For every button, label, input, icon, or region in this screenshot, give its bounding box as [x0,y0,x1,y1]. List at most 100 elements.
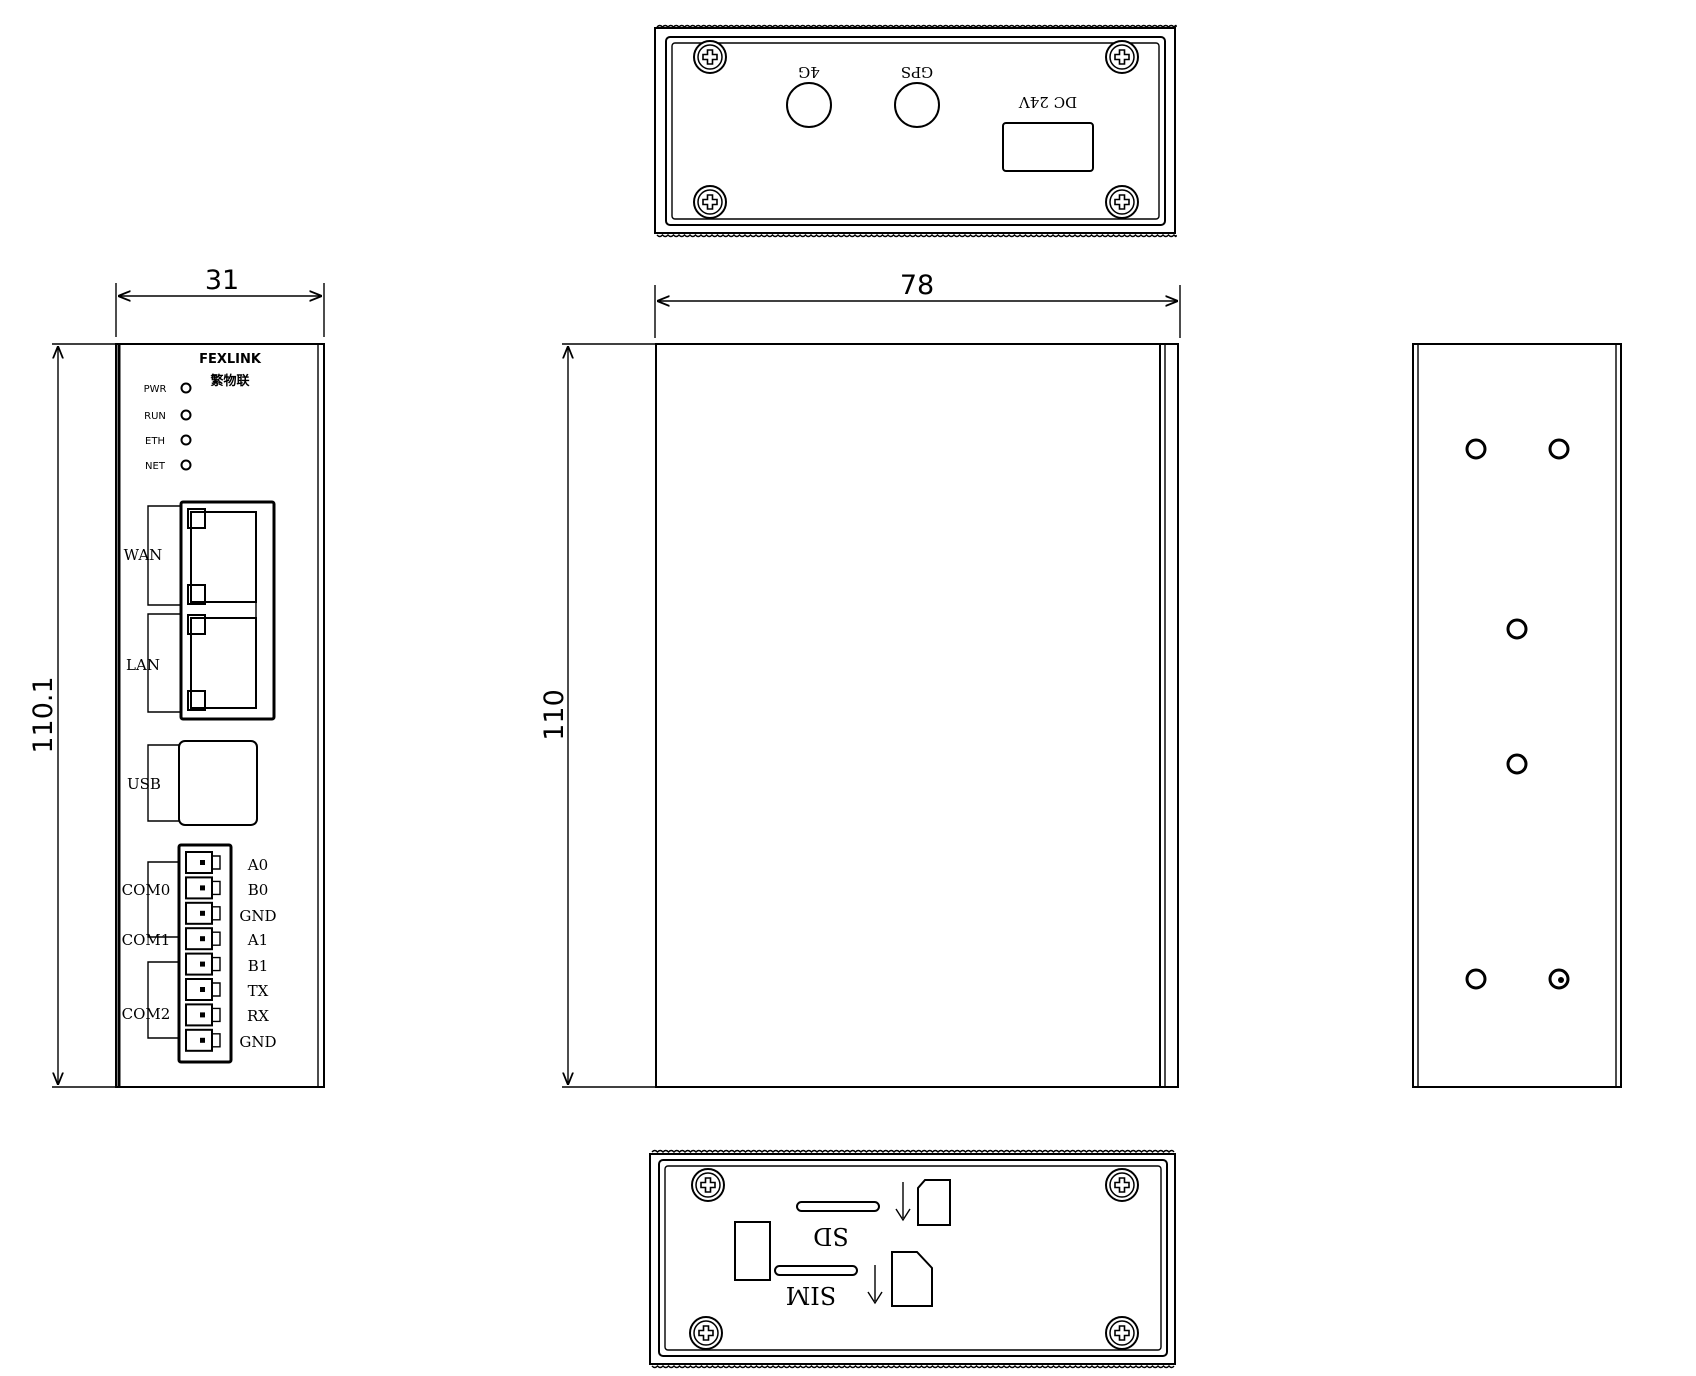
terminal-pin [200,961,205,967]
terminal-slot [185,978,213,1001]
terminal-latch [212,1007,221,1023]
terminal-slot [185,952,213,976]
mounting-hole [1506,618,1528,640]
brand-en: FEXLINK [199,352,262,367]
brand-cn: 繁物联 [210,373,249,389]
bottom-view: SD SIM [649,1149,1176,1369]
sd-card-slot [796,1201,880,1212]
front-panel-body [115,343,325,1088]
terminal-latch [212,931,221,946]
wan-label: WAN [124,546,163,564]
power-label: DC 24V [1018,93,1077,111]
terminal-latch [212,855,221,870]
front-view: 31 110.1 FEXLINK 繁物联 PWR RUN ETH NET [28,265,325,1088]
power-connector [1002,122,1094,172]
lan-port [190,617,257,709]
terminal-pin [200,885,205,891]
screw-icon [693,40,727,74]
top-view-serrated-edge-top [656,24,1177,29]
antenna-4g-label: 4G [798,63,820,81]
rear-view [1412,343,1622,1088]
led-label-eth: ETH [145,436,165,447]
terminal-label-a1: A1 [247,931,268,949]
mounting-hole [1506,753,1528,775]
rear-view-body [1412,343,1622,1088]
dimension-front-height: 110.1 [28,676,59,753]
sd-label: SD [813,1222,849,1250]
rj45-port-block [179,500,276,721]
screw-icon [1105,40,1139,74]
antenna-gps-connector [894,82,940,128]
top-view-body [654,27,1176,234]
terminal-pin [200,1037,205,1043]
led-eth-indicator [180,434,192,446]
sd-card-icon [917,1179,951,1226]
terminal-latch [212,1033,221,1048]
terminal-block [177,843,233,1064]
screw-icon [1105,1316,1139,1350]
dimension-side-height: 110 [539,689,570,741]
terminal-slot [185,876,213,900]
mounting-hole [1465,438,1487,460]
dimension-front-width: 31 [205,265,239,296]
screw-icon [1105,1168,1139,1202]
dimension-side-width: 78 [900,270,934,301]
usb-label: USB [127,775,161,793]
com2-label: COM2 [122,1005,171,1023]
com0-label: COM0 [122,881,171,899]
sim-card-icon [891,1251,933,1307]
terminal-slot [185,1028,213,1052]
sim-label: SIM [786,1281,837,1309]
lan-label: LAN [126,656,160,674]
terminal-latch [212,880,221,896]
terminal-slot [185,851,213,874]
terminal-latch [212,982,221,997]
mounting-hole [1465,968,1487,990]
terminal-label-gnd-2: GND [239,1033,276,1051]
terminal-pin [200,987,205,992]
terminal-slot [185,927,213,951]
screw-icon [1105,185,1139,219]
side-view-body [655,343,1179,1088]
sim-holder [734,1221,771,1281]
led-label-net: NET [145,461,166,472]
top-view-inner-panel [665,36,1166,226]
screw-icon [689,1316,723,1350]
com1-label: COM1 [122,931,171,949]
terminal-label-a0: A0 [247,856,268,874]
terminal-latch [212,906,221,921]
top-view-serrated-edge-bottom [656,233,1177,238]
terminal-slot [185,1003,213,1027]
led-net-indicator [180,459,192,471]
terminal-slot [185,901,213,925]
sim-card-slot [774,1265,858,1276]
side-view: 78 110 [539,270,1181,1088]
terminal-pin [200,1012,205,1018]
screw-icon [693,185,727,219]
terminal-label-tx: TX [248,982,269,1000]
led-label-run: RUN [144,411,166,422]
wan-port [190,511,257,603]
led-pwr-indicator [180,382,192,394]
bottom-view-serrated-edge-top [651,1149,1175,1154]
bottom-view-serrated-edge-bottom [651,1364,1175,1369]
terminal-pin [200,936,205,942]
terminal-label-rx: RX [247,1007,269,1025]
terminal-label-b1: B1 [248,957,269,975]
terminal-latch [212,956,221,972]
led-label-pwr: PWR [144,384,167,395]
led-run-indicator [180,409,192,421]
antenna-gps-label: GPS [901,63,933,81]
mounting-hole [1548,968,1570,990]
usb-port [178,740,258,826]
bottom-view-body [649,1153,1176,1365]
terminal-label-gnd: GND [239,907,276,925]
antenna-4g-connector [786,82,832,128]
top-view: 4G GPS DC 24V [654,24,1177,238]
mounting-hole [1548,438,1570,460]
terminal-label-b0: B0 [248,881,269,899]
screw-icon [691,1168,725,1202]
terminal-pin [200,860,205,865]
terminal-pin [200,910,205,916]
